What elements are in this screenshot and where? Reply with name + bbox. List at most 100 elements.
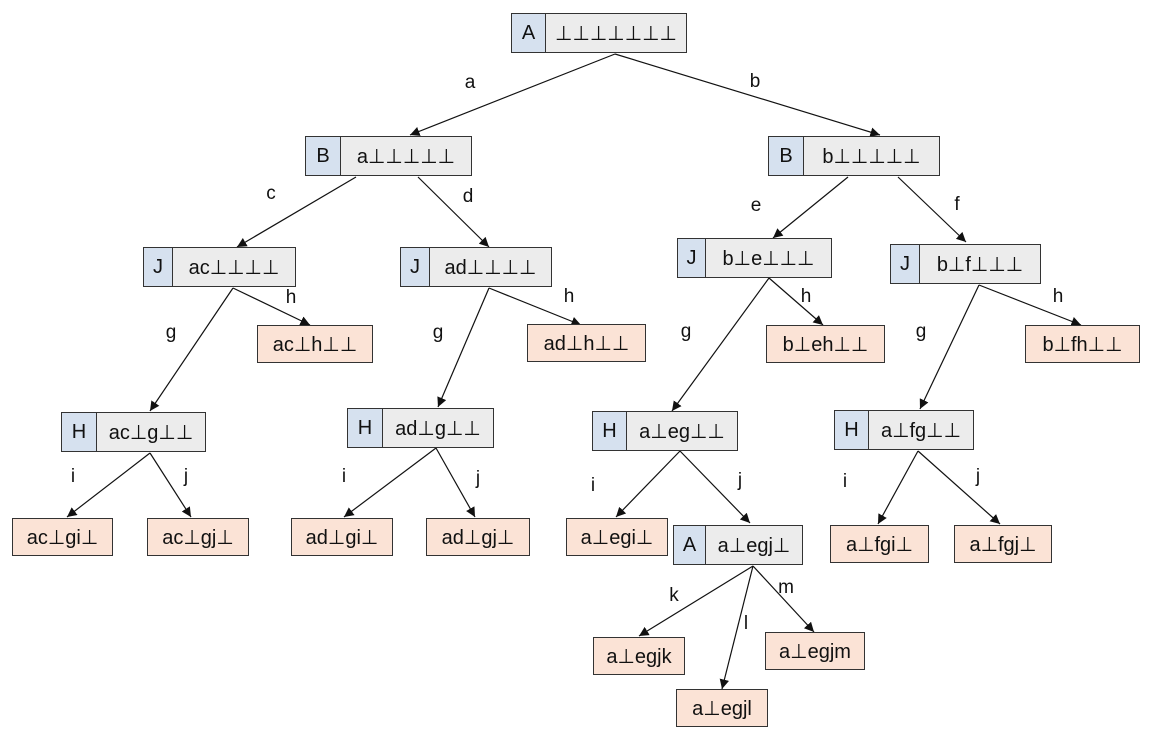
node-value: ⊥⊥⊥⊥⊥⊥⊥: [546, 14, 686, 52]
leaf-adh: ad⊥h⊥⊥: [527, 324, 646, 362]
edge-ac-h: [232, 287, 311, 326]
node-tag: J: [891, 245, 920, 283]
edge-label: g: [680, 321, 692, 342]
edge-label: d: [462, 186, 474, 207]
edge-label: e: [750, 195, 762, 216]
node-value: a⊥egj⊥: [706, 526, 802, 564]
node-tag: A: [512, 14, 546, 52]
edge-afg-i: [877, 450, 919, 525]
edge-label: g: [165, 322, 177, 343]
node-bf: J b⊥f⊥⊥⊥: [890, 244, 1041, 284]
node-value: b⊥e⊥⊥⊥: [706, 239, 831, 277]
node-root: A ⊥⊥⊥⊥⊥⊥⊥: [511, 13, 687, 53]
leaf-ach: ac⊥h⊥⊥: [257, 325, 373, 363]
edge-bf-g: [919, 284, 980, 410]
edge-label: k: [669, 585, 679, 606]
node-value: b⊥f⊥⊥⊥: [920, 245, 1040, 283]
node-value: a⊥eg⊥⊥: [627, 412, 737, 450]
leaf-aegi: a⊥egi⊥: [566, 518, 668, 556]
edge-label: c: [266, 183, 276, 204]
leaf-adgj: ad⊥gj⊥: [426, 518, 530, 556]
edge-be-g: [671, 277, 770, 412]
leaf-beh: b⊥eh⊥⊥: [766, 325, 885, 363]
edge-be-h: [768, 277, 824, 326]
node-tag: J: [401, 248, 430, 286]
node-a: B a⊥⊥⊥⊥⊥: [305, 136, 472, 176]
edge-afg-j: [917, 450, 1001, 525]
edge-label: g: [915, 321, 927, 342]
edge-label: j: [183, 466, 189, 487]
leaf-aegjm: a⊥egjm: [765, 632, 865, 670]
leaf-afgi: a⊥fgi⊥: [830, 525, 929, 563]
edge-label: h: [563, 286, 575, 307]
node-tag: H: [835, 411, 869, 449]
edge-root-b: [614, 53, 881, 137]
node-b: B b⊥⊥⊥⊥⊥: [768, 136, 940, 176]
edge-label: i: [341, 466, 347, 487]
edge-ad-h: [488, 287, 582, 326]
edge-b-e: [772, 176, 849, 239]
node-value: b⊥⊥⊥⊥⊥: [804, 137, 939, 175]
edge-acg-i: [66, 452, 151, 518]
node-tag: J: [144, 248, 173, 286]
leaf-adgi: ad⊥gi⊥: [291, 518, 393, 556]
node-value: ac⊥⊥⊥⊥: [173, 248, 295, 286]
edge-b-f: [897, 176, 967, 243]
node-ad: J ad⊥⊥⊥⊥: [400, 247, 552, 287]
node-value: ad⊥g⊥⊥: [383, 409, 493, 447]
edge-a-d: [417, 176, 490, 248]
edge-label: f: [954, 194, 960, 215]
node-tag: H: [593, 412, 627, 450]
edge-label: m: [778, 577, 794, 598]
leaf-bfh: b⊥fh⊥⊥: [1025, 325, 1140, 363]
node-value: ac⊥g⊥⊥: [97, 413, 205, 451]
leaf-acgj: ac⊥gj⊥: [147, 518, 249, 556]
edge-acg-j: [149, 452, 192, 518]
node-aegj: A a⊥egj⊥: [673, 525, 803, 565]
node-value: a⊥⊥⊥⊥⊥: [341, 137, 471, 175]
edge-adg-i: [343, 447, 437, 518]
edge-label: i: [842, 471, 848, 492]
node-tag: B: [769, 137, 804, 175]
node-tag: A: [674, 526, 706, 564]
edge-label: b: [749, 71, 761, 92]
leaf-aegjk: a⊥egjk: [593, 637, 685, 675]
leaf-afgj: a⊥fgj⊥: [954, 525, 1052, 563]
edge-aeg-j: [679, 450, 751, 524]
edge-a-c: [236, 176, 357, 248]
edge-ac-g: [149, 287, 234, 412]
edge-ad-g: [437, 287, 490, 408]
node-ac: J ac⊥⊥⊥⊥: [143, 247, 296, 287]
edge-aegj-l: [719, 565, 754, 690]
edge-label: l: [743, 613, 749, 634]
node-tag: B: [306, 137, 341, 175]
edge-label: i: [590, 475, 596, 496]
edge-root-a: [409, 53, 616, 136]
node-be: J b⊥e⊥⊥⊥: [677, 238, 832, 278]
edge-label: i: [70, 466, 76, 487]
node-value: ad⊥⊥⊥⊥: [430, 248, 551, 286]
node-tag: H: [348, 409, 383, 447]
edge-label: j: [975, 466, 981, 487]
edge-adg-j: [435, 447, 476, 518]
leaf-aegjl: a⊥egjl: [676, 689, 768, 727]
edge-aegj-k: [638, 565, 754, 637]
edge-label: a: [464, 72, 476, 93]
node-acg: H ac⊥g⊥⊥: [61, 412, 206, 452]
edge-label: h: [285, 287, 297, 308]
edge-label: h: [1052, 286, 1064, 307]
edge-aeg-i: [615, 450, 681, 518]
node-adg: H ad⊥g⊥⊥: [347, 408, 494, 448]
node-tag: H: [62, 413, 97, 451]
edge-label: j: [475, 468, 481, 489]
edge-aegj-m: [752, 565, 815, 633]
node-aeg: H a⊥eg⊥⊥: [592, 411, 738, 451]
edge-label: h: [800, 286, 812, 307]
node-value: a⊥fg⊥⊥: [869, 411, 973, 449]
edge-label: g: [432, 322, 444, 343]
node-tag: J: [678, 239, 706, 277]
leaf-acgi: ac⊥gi⊥: [12, 518, 113, 556]
edge-label: j: [737, 470, 743, 491]
